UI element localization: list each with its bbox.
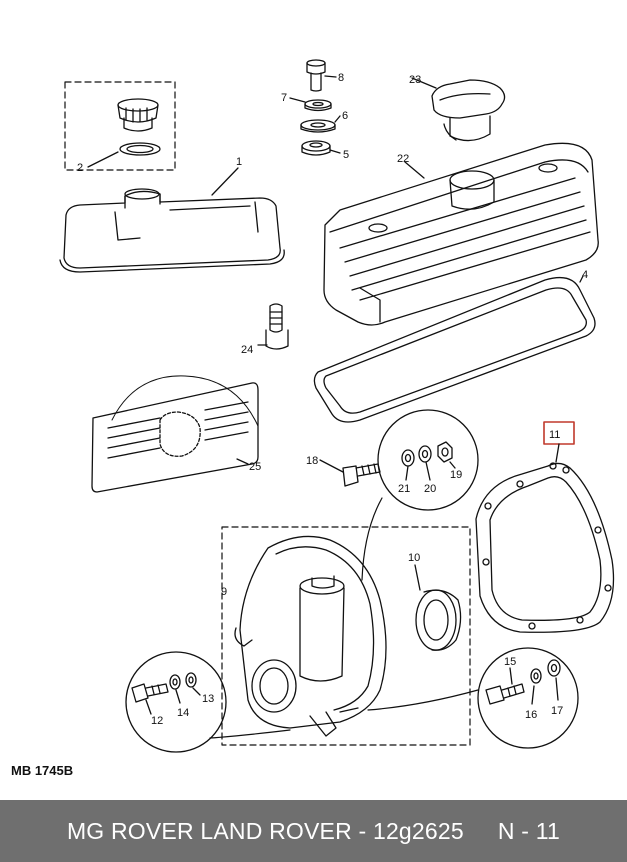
exploded-parts-diagram: 1 2 4 5 6 7 8 9 10 11 12 13 14 15 16 17 … [59, 59, 615, 753]
rocker-gasket-4 [313, 276, 596, 423]
callout-25: 25 [249, 461, 261, 473]
footer-page-ref: N - 11 [497, 817, 561, 844]
filler-cap-23 [431, 79, 506, 142]
callout-13: 13 [202, 693, 214, 705]
washer-13 [185, 672, 197, 688]
callout-4: 4 [582, 269, 588, 281]
footer-brand-text: MG ROVER LAND ROVER - 12g2625 [66, 817, 464, 844]
washer-21 [401, 449, 415, 467]
filler-cap-seal [119, 142, 161, 156]
detail-circle-18-21 [377, 409, 479, 511]
bolt-15 [485, 683, 525, 705]
washer-6 [300, 119, 336, 133]
drawing-code: MB 1745B [11, 763, 74, 778]
grommet-5 [301, 140, 331, 156]
callout-9: 9 [221, 586, 227, 598]
callout-12-left: 12 [151, 715, 163, 727]
callout-22: 22 [397, 153, 409, 165]
callout-21: 21 [398, 483, 410, 495]
detail-circle-12-14 [125, 651, 227, 753]
badge-plate-25 [91, 375, 259, 493]
callout-1: 1 [236, 156, 242, 168]
washer-7 [304, 99, 332, 112]
callout-16: 16 [525, 709, 537, 721]
washer-16 [530, 668, 542, 684]
callout-5: 5 [343, 149, 349, 161]
washer-20 [418, 445, 432, 463]
callout-2: 2 [77, 162, 83, 174]
callout-7: 7 [281, 92, 287, 104]
callout-19: 19 [450, 469, 462, 481]
rocker-cover-small [59, 188, 285, 273]
detail-circle-15-17 [477, 647, 579, 749]
timing-cover-gasket-11 [475, 462, 615, 633]
footer-bar: MG ROVER LAND ROVER - 12g2625 N - 11 [0, 800, 627, 862]
callout-6: 6 [342, 110, 348, 122]
callout-18: 18 [306, 455, 318, 467]
callout-10: 10 [408, 552, 420, 564]
cover-stud-8 [306, 59, 326, 92]
callout-20: 20 [424, 483, 436, 495]
callout-14: 14 [177, 707, 189, 719]
nut-19 [437, 441, 453, 463]
callout-23: 23 [409, 74, 421, 86]
bolt-18 [342, 463, 381, 487]
callout-24: 24 [241, 344, 253, 356]
callout-17: 17 [551, 705, 563, 717]
stud-24 [265, 303, 289, 350]
callout-15: 15 [504, 656, 516, 668]
oil-seal-10 [415, 589, 462, 651]
timing-cover-9 [234, 535, 387, 737]
rocker-cover-finned [323, 142, 599, 326]
part-9-group-box [221, 526, 471, 746]
filler-cap-small [117, 98, 159, 132]
washer-14 [169, 674, 181, 690]
callout-8: 8 [338, 72, 344, 84]
bolt-12a [131, 683, 169, 703]
callout-11: 11 [549, 429, 560, 441]
washer-17 [547, 659, 561, 677]
part-2-group-box [64, 81, 176, 171]
